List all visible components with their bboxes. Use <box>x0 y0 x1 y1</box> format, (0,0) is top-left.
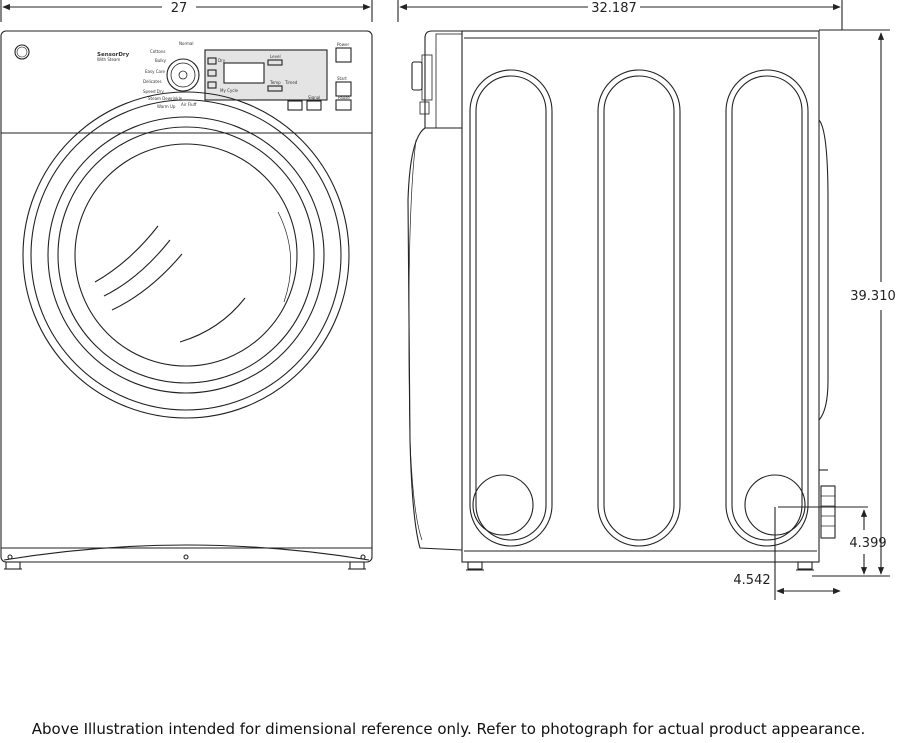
display-window <box>223 62 265 84</box>
cycle-label-easy-care: Easy Care <box>145 69 166 74</box>
label-timed: Timed <box>284 80 298 85</box>
side-rib-left <box>469 69 553 547</box>
brand-sub: With Steam <box>97 57 120 62</box>
side-knob <box>411 61 423 91</box>
cycle-label-bulky: Bulky <box>155 58 167 63</box>
height-label: 39.310 <box>850 289 896 304</box>
width-label: 27 <box>171 1 188 16</box>
cycle-label-delicates: Delicates <box>143 79 162 84</box>
side-cabinet <box>461 30 820 563</box>
vent-height-label: 4.399 <box>849 536 886 551</box>
brand-name: SensorDry <box>97 52 130 58</box>
cycle-label-cottons: Cottons <box>150 49 165 54</box>
cycle-label-warm-up: Warm Up <box>157 104 176 109</box>
side-door-profile <box>407 127 463 551</box>
cycle-label-air-fluff: Air Fluff <box>181 102 197 107</box>
label-temp: Temp <box>269 80 281 85</box>
door-glass <box>74 143 298 367</box>
cycle-label-speed-dry: Speed Dry <box>143 89 165 94</box>
label-power: Power <box>337 42 349 47</box>
depth-label: 32.187 <box>591 1 637 16</box>
power-button <box>335 47 352 63</box>
label-level: Level <box>270 54 281 59</box>
side-view <box>397 0 890 600</box>
cycle-label-steam: Steam Dewrinkle <box>148 96 183 101</box>
vent-housing <box>820 485 836 539</box>
front-cabinet <box>0 30 373 563</box>
vent-offset-label: 4.542 <box>733 573 770 588</box>
front-foot-right <box>349 561 365 570</box>
front-foot-left <box>5 561 21 570</box>
label-dry: Dry <box>218 58 226 63</box>
side-vent-left <box>472 474 534 536</box>
door-outer-ring <box>22 91 350 419</box>
label-start: Start <box>337 76 347 81</box>
side-rib-right <box>725 69 809 547</box>
start-button <box>335 81 352 97</box>
control-panel-text: SensorDry With Steam Cottons Normal Bulk… <box>97 41 350 109</box>
cycle-dial-icon <box>166 58 200 92</box>
disclaimer-caption: Above Illustration intended for dimensio… <box>31 720 866 738</box>
ge-logo-icon <box>14 44 30 60</box>
label-signal: Signal <box>308 95 320 100</box>
label-pause: Pause <box>338 95 350 100</box>
side-rib-middle <box>597 69 681 547</box>
front-view <box>0 0 373 570</box>
label-my-cycle: My Cycle <box>220 88 239 93</box>
cycle-label-normal: Normal <box>179 41 193 46</box>
